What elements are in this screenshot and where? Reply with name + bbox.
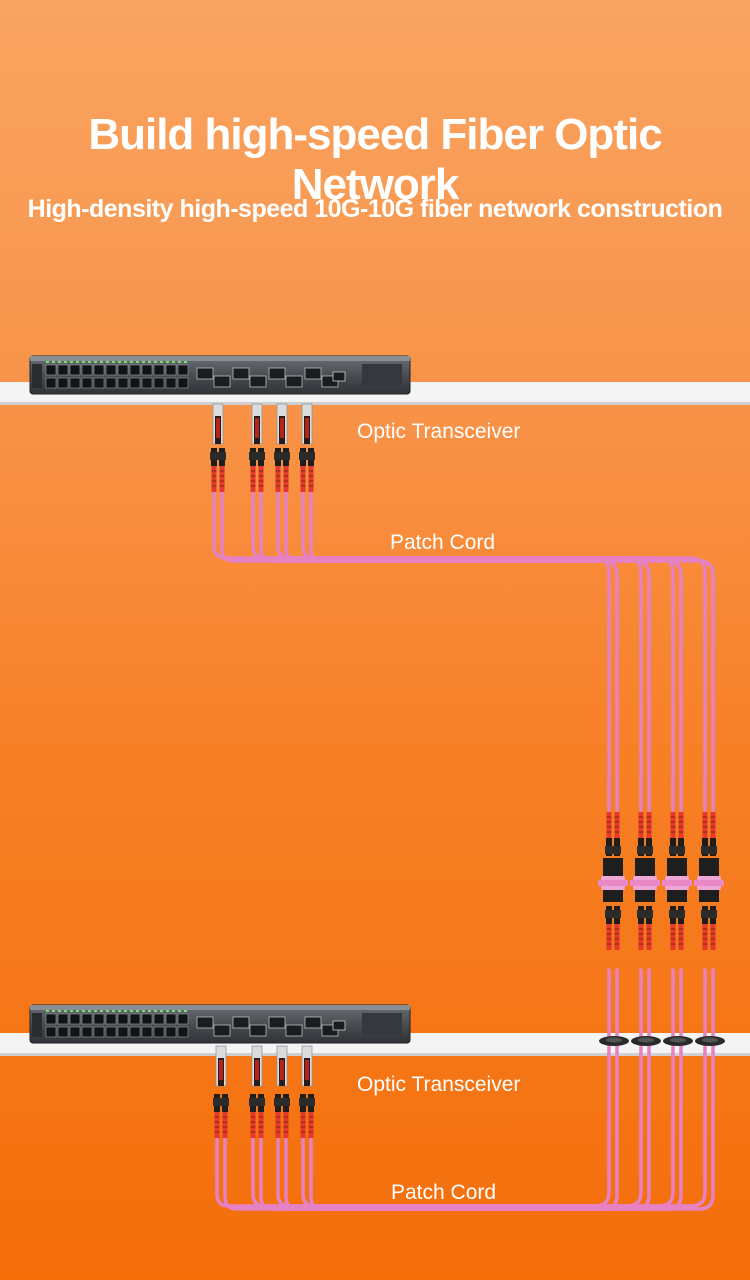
lc-connector-bottom-1 (213, 1094, 229, 1138)
fiber-adapter-3 (662, 858, 692, 902)
top-fiber-4 (301, 490, 707, 812)
lc-connector-bottom-2 (249, 1094, 265, 1138)
bottom-network-switch (29, 1004, 411, 1044)
riser-lc-upper-3 (669, 812, 685, 856)
bottom-patch-cord-label: Patch Cord (391, 1181, 497, 1204)
riser-lc-upper-2 (637, 812, 653, 856)
riser-lc-upper-4 (701, 812, 717, 856)
top-network-switch (29, 355, 411, 395)
bottom-optic-transceivers (213, 1045, 315, 1138)
cable-grommet-3 (663, 1036, 693, 1046)
top-transceiver-label: Optic Transceiver (357, 420, 521, 443)
optic-transceiver-bottom-4 (301, 1045, 313, 1087)
patch-cord-fibers (212, 490, 715, 1211)
cable-grommet-2 (631, 1036, 661, 1046)
cable-grommet-4 (695, 1036, 725, 1046)
optic-transceiver-bottom-2 (251, 1045, 263, 1087)
lc-connector-top-3 (274, 448, 290, 492)
top-patch-cord-label: Patch Cord (390, 531, 496, 554)
fiber-adapter-1 (598, 858, 628, 902)
lc-connector-top-2 (249, 448, 265, 492)
optic-transceiver-top-4 (301, 403, 313, 445)
fiber-adapter-4 (694, 858, 724, 902)
bottom-transceiver-label: Optic Transceiver (357, 1073, 521, 1096)
riser-lc-lower-2 (637, 906, 653, 950)
lc-connector-bottom-3 (274, 1094, 290, 1138)
bottom-fiber-4 (309, 968, 715, 1211)
lc-connector-top-1 (210, 448, 226, 492)
riser-lc-lower-4 (701, 906, 717, 950)
page-subtitle: High-density high-speed 10G-10G fiber ne… (27, 195, 723, 223)
optic-transceiver-top-2 (251, 403, 263, 445)
cable-grommet-1 (599, 1036, 629, 1046)
cable-grommets (599, 1036, 725, 1046)
optic-transceiver-top-1 (212, 403, 224, 445)
riser-lc-upper-1 (605, 812, 621, 856)
page-title: Build high-speed Fiber Optic Network (88, 110, 662, 209)
riser-connectors (605, 812, 717, 950)
optic-transceiver-top-3 (276, 403, 288, 445)
riser-lc-lower-3 (669, 906, 685, 950)
optic-transceiver-bottom-3 (276, 1045, 288, 1087)
lc-connector-top-4 (299, 448, 315, 492)
top-fiber-4 (309, 490, 715, 812)
riser-lc-lower-1 (605, 906, 621, 950)
lc-connector-bottom-4 (299, 1094, 315, 1138)
optic-transceiver-bottom-1 (215, 1045, 227, 1087)
fiber-adapter-2 (630, 858, 660, 902)
top-optic-transceivers (210, 403, 315, 492)
fiber-adapters (598, 858, 724, 902)
bottom-fiber-4 (301, 968, 707, 1208)
